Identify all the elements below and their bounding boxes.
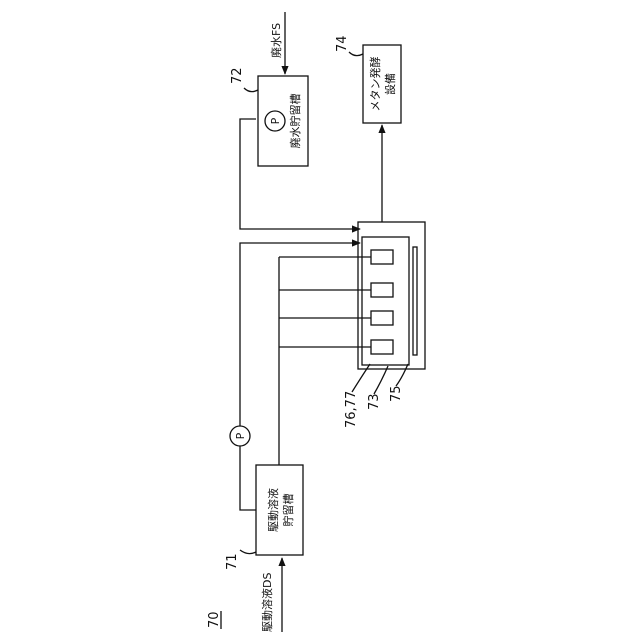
drive-line-pump-label: P bbox=[234, 432, 247, 439]
membrane-element-2 bbox=[371, 283, 393, 297]
methane-label-2: 設備 bbox=[383, 73, 397, 95]
module-ref: 73 bbox=[367, 393, 382, 410]
waste-water-input-label: 廃水FS bbox=[269, 23, 283, 58]
drive-solution-input-label: 駆動溶液DS bbox=[260, 573, 274, 632]
waste-tank-pump-label: P bbox=[269, 117, 282, 124]
methane-ref: 74 bbox=[335, 35, 350, 52]
vessel-ref: 75 bbox=[389, 385, 404, 402]
pump-to-vessel-line bbox=[240, 243, 360, 426]
waste-tank-leader bbox=[244, 88, 258, 92]
vessel-separator-plate bbox=[413, 247, 417, 355]
drive-tank-label-2: 貯留槽 bbox=[282, 494, 295, 527]
methane-leader bbox=[349, 52, 363, 56]
waste-tank-ref: 72 bbox=[230, 67, 245, 84]
module-leader bbox=[374, 366, 388, 394]
waste-tank-label: 廃水貯留槽 bbox=[288, 94, 302, 149]
figure-number: 70 bbox=[207, 611, 222, 628]
membrane-element-3 bbox=[371, 311, 393, 325]
methane-label-1: メタン発酵 bbox=[368, 57, 382, 112]
membrane-element-4 bbox=[371, 340, 393, 354]
drive-tank-to-pump-line bbox=[240, 446, 256, 510]
membrane-element-1 bbox=[371, 250, 393, 264]
drive-tank-ref: 71 bbox=[225, 553, 240, 570]
membranes-ref: 76,77 bbox=[344, 391, 359, 428]
drive-tank-leader bbox=[240, 550, 256, 554]
drive-tank-label-1: 駆動溶液 bbox=[266, 488, 280, 532]
